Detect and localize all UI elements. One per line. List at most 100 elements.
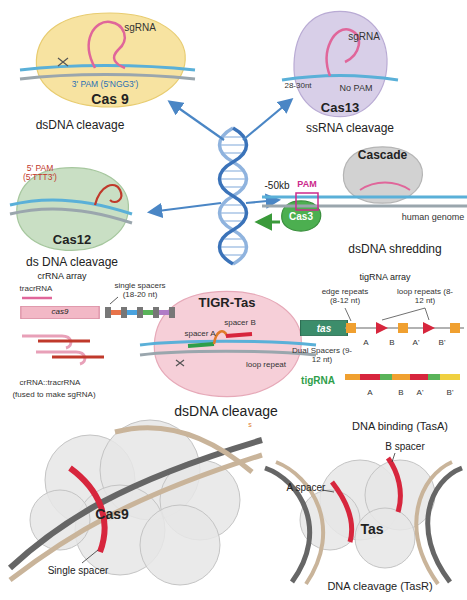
tigrna-bar (380, 374, 392, 380)
node-label: Cas13 (321, 101, 359, 115)
crispr-array (22, 297, 52, 300)
tigrna-bar (345, 374, 460, 380)
tig-array (423, 322, 435, 334)
crrna-duplex (52, 356, 104, 359)
crrna-duplex (22, 336, 104, 364)
tigrna-bar (392, 374, 410, 380)
helix-rung (222, 170, 244, 172)
function-label: ds DNA cleavage (26, 256, 118, 269)
crispr-array (137, 307, 143, 318)
function-label: dsDNA shredding (348, 243, 441, 256)
genome-dna (258, 183, 467, 223)
genome-dna (360, 183, 410, 191)
crispr-array (153, 307, 159, 318)
node-shape (154, 291, 301, 396)
repeat-label: edge repeats (8-12 nt) (316, 288, 374, 306)
tigr-dna (140, 341, 316, 345)
crispr-array (127, 310, 137, 315)
crispr-array (169, 307, 175, 318)
spacer-letter: B (389, 339, 394, 348)
cas9-structure (70, 468, 105, 552)
cas9-dna (58, 58, 68, 66)
tas-structure (265, 468, 310, 582)
node-label: tas (317, 323, 331, 334)
tas-structure (416, 462, 452, 584)
distance-label: -50kb (264, 180, 289, 191)
gene-box: tas (300, 320, 348, 336)
function-label: DNA cleavage (TasR) (327, 580, 432, 592)
tig-array (376, 322, 388, 334)
pointer-arrow (243, 100, 291, 140)
tigr-dna (226, 334, 252, 336)
tigr-dna (140, 351, 316, 355)
tigr-dna (214, 331, 227, 344)
tigrna-bar (360, 374, 380, 380)
spacer-letter: A (363, 339, 368, 348)
tig-array (345, 308, 429, 321)
function-label: ssRNA cleavage (306, 122, 394, 135)
node-label: Cas12 (53, 233, 91, 247)
helix-rung (222, 204, 244, 206)
tigrna-bar (440, 374, 460, 380)
helix-rung (222, 136, 244, 138)
node-shape (300, 320, 347, 336)
helix-rung (220, 144, 246, 146)
cas13-rna (327, 29, 359, 76)
gene-box: cas9 (20, 306, 100, 319)
cas9-dna (89, 22, 125, 68)
crispr-array (121, 307, 127, 318)
tas-structure (322, 453, 395, 492)
crispr-array (143, 310, 153, 315)
cas9-structure (10, 455, 262, 580)
cas9-structure (82, 550, 98, 563)
genome-dna (262, 205, 467, 208)
tig-array (398, 323, 408, 333)
cas12-dna (10, 209, 132, 223)
node-shape (343, 147, 422, 203)
tig-array (450, 323, 460, 333)
dna-helix (220, 128, 247, 264)
crispr-array (111, 310, 121, 315)
spacer-letter: A' (417, 389, 424, 398)
crrna-duplex (38, 340, 90, 343)
stray-mark: s (248, 421, 252, 429)
helix-rung (222, 220, 244, 222)
cas13-rna (282, 76, 398, 81)
pointer-arrow (150, 100, 291, 212)
crispr-array (110, 297, 118, 304)
rna-label: tigRNA (301, 375, 335, 386)
spacer-letter: A (367, 389, 372, 398)
pam-label: PAM (297, 180, 316, 190)
helix-rung (222, 238, 244, 240)
helix-rung (220, 178, 246, 180)
tas-structure (428, 468, 462, 582)
protein-blob: Cas 9 (30, 10, 190, 110)
genome-label: human genome (402, 213, 465, 223)
node-label: cas9 (52, 308, 69, 317)
tas-structure (355, 508, 415, 568)
helix-rung (222, 254, 244, 256)
node-label: Cas3 (289, 211, 313, 222)
protein-blob: TIGR-Tas (148, 288, 306, 400)
tigrna-bar (345, 374, 360, 380)
tigr-dna (140, 331, 316, 366)
cas9-dna (20, 22, 195, 79)
dna-helix (220, 128, 247, 264)
tas-structure (332, 482, 352, 542)
spacer-letter: B (398, 389, 403, 398)
tigr-dna (188, 344, 214, 346)
function-label: dsDNA cleavage (36, 119, 125, 132)
cas12-dna (95, 185, 121, 205)
cas9-dna (20, 66, 195, 71)
pointer-arrow (150, 203, 221, 212)
spacer-letter: B' (439, 339, 446, 348)
array-title: tigRNA array (359, 273, 410, 283)
node-shape (294, 11, 387, 116)
tigrna-bar (410, 374, 428, 380)
helix-rung (220, 246, 246, 248)
rna-label: tracrRNA (20, 285, 53, 294)
cas9-dna (20, 75, 195, 80)
genome-dna (296, 193, 318, 210)
